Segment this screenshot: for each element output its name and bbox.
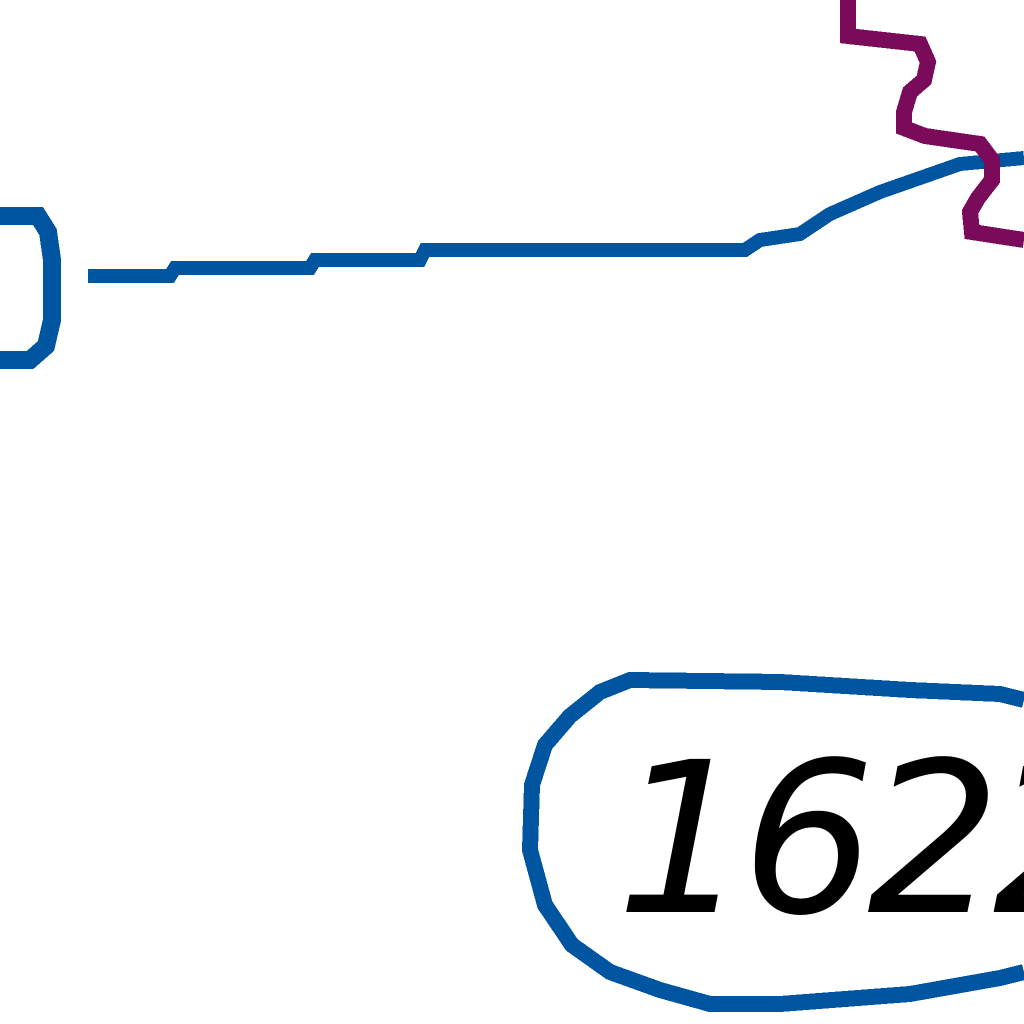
node-label: 1622: [616, 717, 1024, 962]
left-node-outline: [0, 207, 61, 369]
bottom-node-outline: [522, 672, 1024, 1012]
purple-wavy-mark: [840, 0, 1024, 248]
connector-line: [88, 151, 1024, 283]
